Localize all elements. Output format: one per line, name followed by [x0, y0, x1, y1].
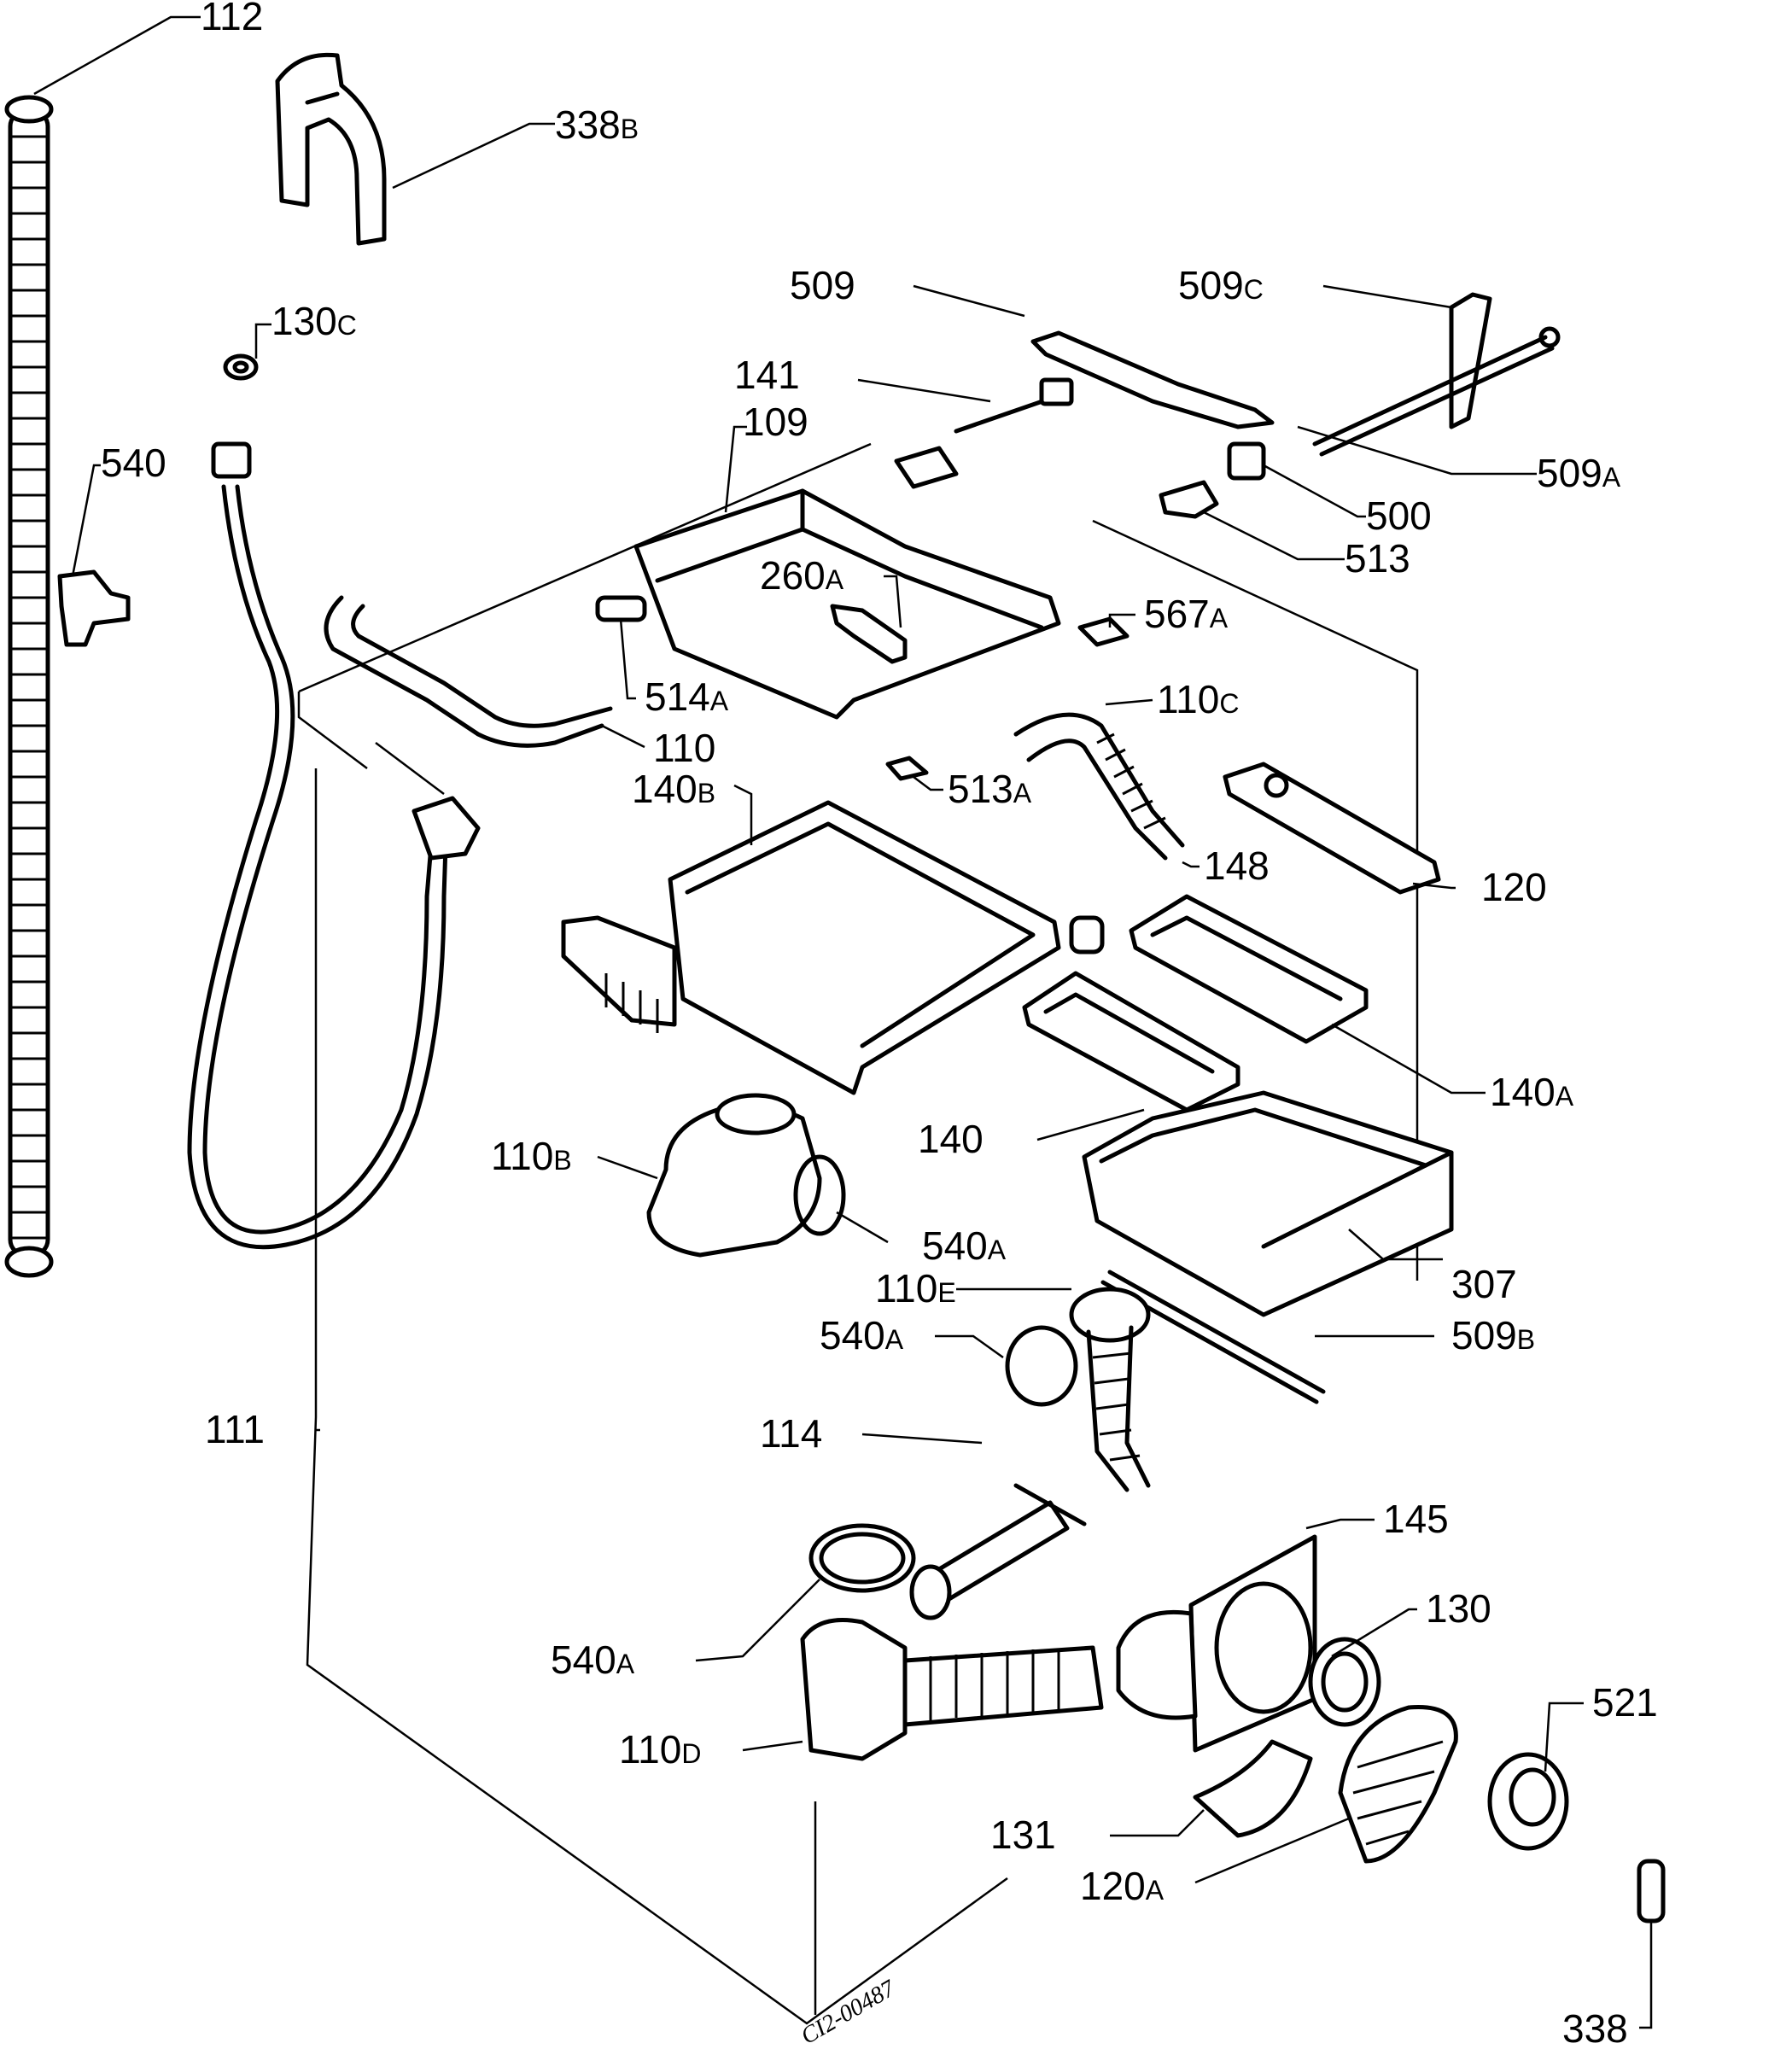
part-509-lever — [1030, 330, 1275, 429]
part-120a-filter — [1338, 1705, 1458, 1864]
part-110-hose — [324, 595, 613, 748]
part-130-ring — [1308, 1637, 1381, 1727]
label-500: 500 — [1366, 493, 1432, 538]
label-338: 338 — [1562, 2006, 1628, 2049]
part-567a — [1077, 616, 1129, 647]
label-540a-2: 540A — [820, 1313, 904, 1357]
part-114 — [909, 1483, 1087, 1620]
label-513a: 513A — [948, 767, 1032, 811]
label-110c: 110C — [1157, 677, 1239, 721]
label-141: 141 — [734, 353, 800, 397]
label-307: 307 — [1451, 1262, 1517, 1306]
part-120 — [1223, 762, 1441, 895]
part-521-knob — [1487, 1752, 1569, 1851]
part-540a-clamp-2 — [1005, 1325, 1078, 1407]
label-130: 130 — [1426, 1586, 1491, 1631]
part-110e-tube — [1069, 1287, 1151, 1492]
part-140a-insert — [1129, 894, 1369, 1044]
part-110c-tube — [1013, 712, 1185, 861]
label-110d: 110D — [619, 1727, 701, 1772]
label-140a: 140A — [1490, 1070, 1574, 1114]
part-540a-clamp-3 — [808, 1523, 916, 1593]
leader-lines — [33, 15, 1653, 2029]
label-120a: 120A — [1080, 1864, 1165, 1908]
part-509c-509a-rod — [1312, 292, 1561, 457]
part-141 — [894, 377, 1074, 489]
label-111: 111 — [205, 1407, 265, 1451]
part-514a-screw — [595, 595, 647, 622]
label-567a: 567A — [1144, 592, 1229, 636]
part-148 — [1069, 915, 1105, 954]
label-509a: 509A — [1537, 451, 1621, 495]
part-111-inlet-hose — [187, 441, 481, 1250]
label-145: 145 — [1383, 1497, 1449, 1541]
part-labels: 112 338B 130C 540 509 509C 141 109 509A … — [101, 0, 1658, 2049]
part-140b-housing — [561, 800, 1061, 1095]
label-120: 120 — [1481, 865, 1547, 909]
label-509c: 509C — [1178, 263, 1264, 307]
part-140-insert — [1022, 971, 1240, 1112]
label-140b: 140B — [632, 767, 715, 811]
label-109: 109 — [743, 400, 808, 444]
drawing-code: CI2-00487 — [797, 1975, 900, 2049]
cabinet-frame-lines — [297, 442, 1419, 2025]
label-110b: 110B — [491, 1134, 572, 1178]
part-145-pump — [1116, 1534, 1317, 1753]
label-521: 521 — [1592, 1680, 1658, 1725]
part-110b-connector — [646, 1093, 846, 1258]
part-307-drawer — [1082, 1090, 1454, 1317]
label-509: 509 — [790, 263, 855, 307]
label-131: 131 — [990, 1813, 1056, 1857]
label-114: 114 — [760, 1411, 822, 1456]
part-338b-hook — [275, 52, 387, 246]
label-338b: 338B — [555, 102, 639, 147]
part-513a — [885, 756, 929, 781]
part-500-bolt — [1227, 441, 1266, 481]
label-540: 540 — [101, 441, 166, 485]
part-338-bracket — [1637, 1859, 1666, 1923]
part-260a — [830, 604, 908, 664]
label-540a-3: 540A — [551, 1637, 635, 1682]
label-130c: 130C — [271, 299, 357, 343]
label-112: 112 — [201, 0, 263, 38]
part-110d-bellows — [800, 1618, 1104, 1761]
label-140: 140 — [918, 1117, 984, 1161]
label-514a: 514A — [645, 674, 729, 719]
label-540a-1: 540A — [922, 1223, 1007, 1268]
part-130c-washer — [223, 353, 259, 381]
label-148: 148 — [1204, 844, 1270, 888]
part-131 — [1193, 1739, 1313, 1838]
part-109-dispenser-top — [633, 488, 1061, 720]
part-513-bracket — [1159, 480, 1219, 519]
label-260a: 260A — [760, 553, 844, 598]
label-110e: 110E — [875, 1266, 956, 1311]
part-112-hose — [4, 95, 54, 1278]
label-513: 513 — [1345, 536, 1410, 581]
label-110: 110 — [653, 726, 715, 770]
label-509b: 509B — [1451, 1313, 1535, 1357]
part-540-clip — [57, 569, 131, 647]
